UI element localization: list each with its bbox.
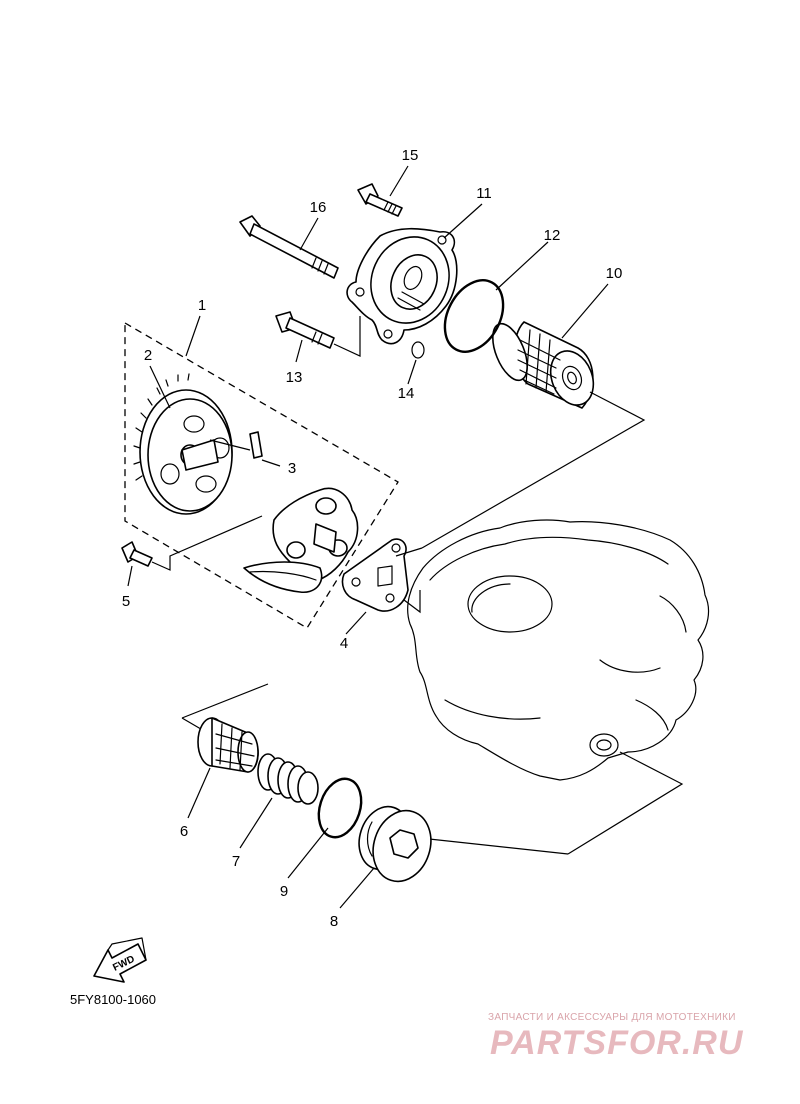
- crankcase-outline: [407, 519, 710, 781]
- fwd-arrow: FWD: [93, 937, 147, 983]
- oil-filter: [492, 321, 595, 409]
- callout-12: 12: [544, 227, 561, 244]
- drawing-code: 5FY8100-1060: [70, 992, 157, 1007]
- o-ring-large: [443, 279, 505, 353]
- callout-16: 16: [310, 199, 327, 216]
- callout-labels: 1 2 3 4 5 6 7 8 9 10 11 12 13 14 15 16: [122, 147, 623, 930]
- bolt-15: [357, 183, 403, 217]
- callout-3: 3: [288, 460, 296, 477]
- callout-7: 7: [232, 853, 240, 870]
- callout-15: 15: [402, 147, 419, 164]
- oil-pump-assembly-outline: [124, 321, 399, 629]
- watermark-logo: PARTSFOR.RU: [490, 1024, 744, 1062]
- callout-2: 2: [144, 347, 152, 364]
- callout-14: 14: [398, 385, 415, 402]
- strainer-spring: [257, 753, 319, 805]
- screw-5: [121, 515, 263, 571]
- callout-4: 4: [340, 635, 348, 652]
- callout-5: 5: [122, 593, 130, 610]
- filter-leader: [421, 391, 646, 549]
- dowel-pin: [209, 431, 281, 467]
- drain-plug: [358, 805, 432, 883]
- oil-strainer: [197, 717, 259, 773]
- callout-1: 1: [198, 297, 206, 314]
- callout-13: 13: [286, 369, 303, 386]
- watermark-tagline: ЗАПЧАСТИ И АКСЕССУАРЫ ДЛЯ МОТОТЕХНИКИ: [488, 1012, 736, 1023]
- bolt-13: [275, 311, 335, 349]
- pump-gasket: [341, 538, 423, 614]
- drain-group-outline: [181, 683, 684, 855]
- bolt-16: [239, 215, 339, 279]
- oil-filter-cover: [346, 227, 458, 345]
- callout-10: 10: [606, 265, 623, 282]
- callout-11: 11: [476, 185, 492, 202]
- bolt-13-leader: [333, 316, 361, 357]
- callout-9: 9: [280, 883, 288, 900]
- callout-leaders: [127, 165, 609, 909]
- drain-o-ring: [317, 777, 363, 839]
- callout-6: 6: [180, 823, 188, 840]
- oil-pump-body: [243, 487, 359, 593]
- callout-8: 8: [330, 913, 338, 930]
- o-ring-small: [411, 341, 425, 359]
- pump-drive-gear: [133, 373, 233, 515]
